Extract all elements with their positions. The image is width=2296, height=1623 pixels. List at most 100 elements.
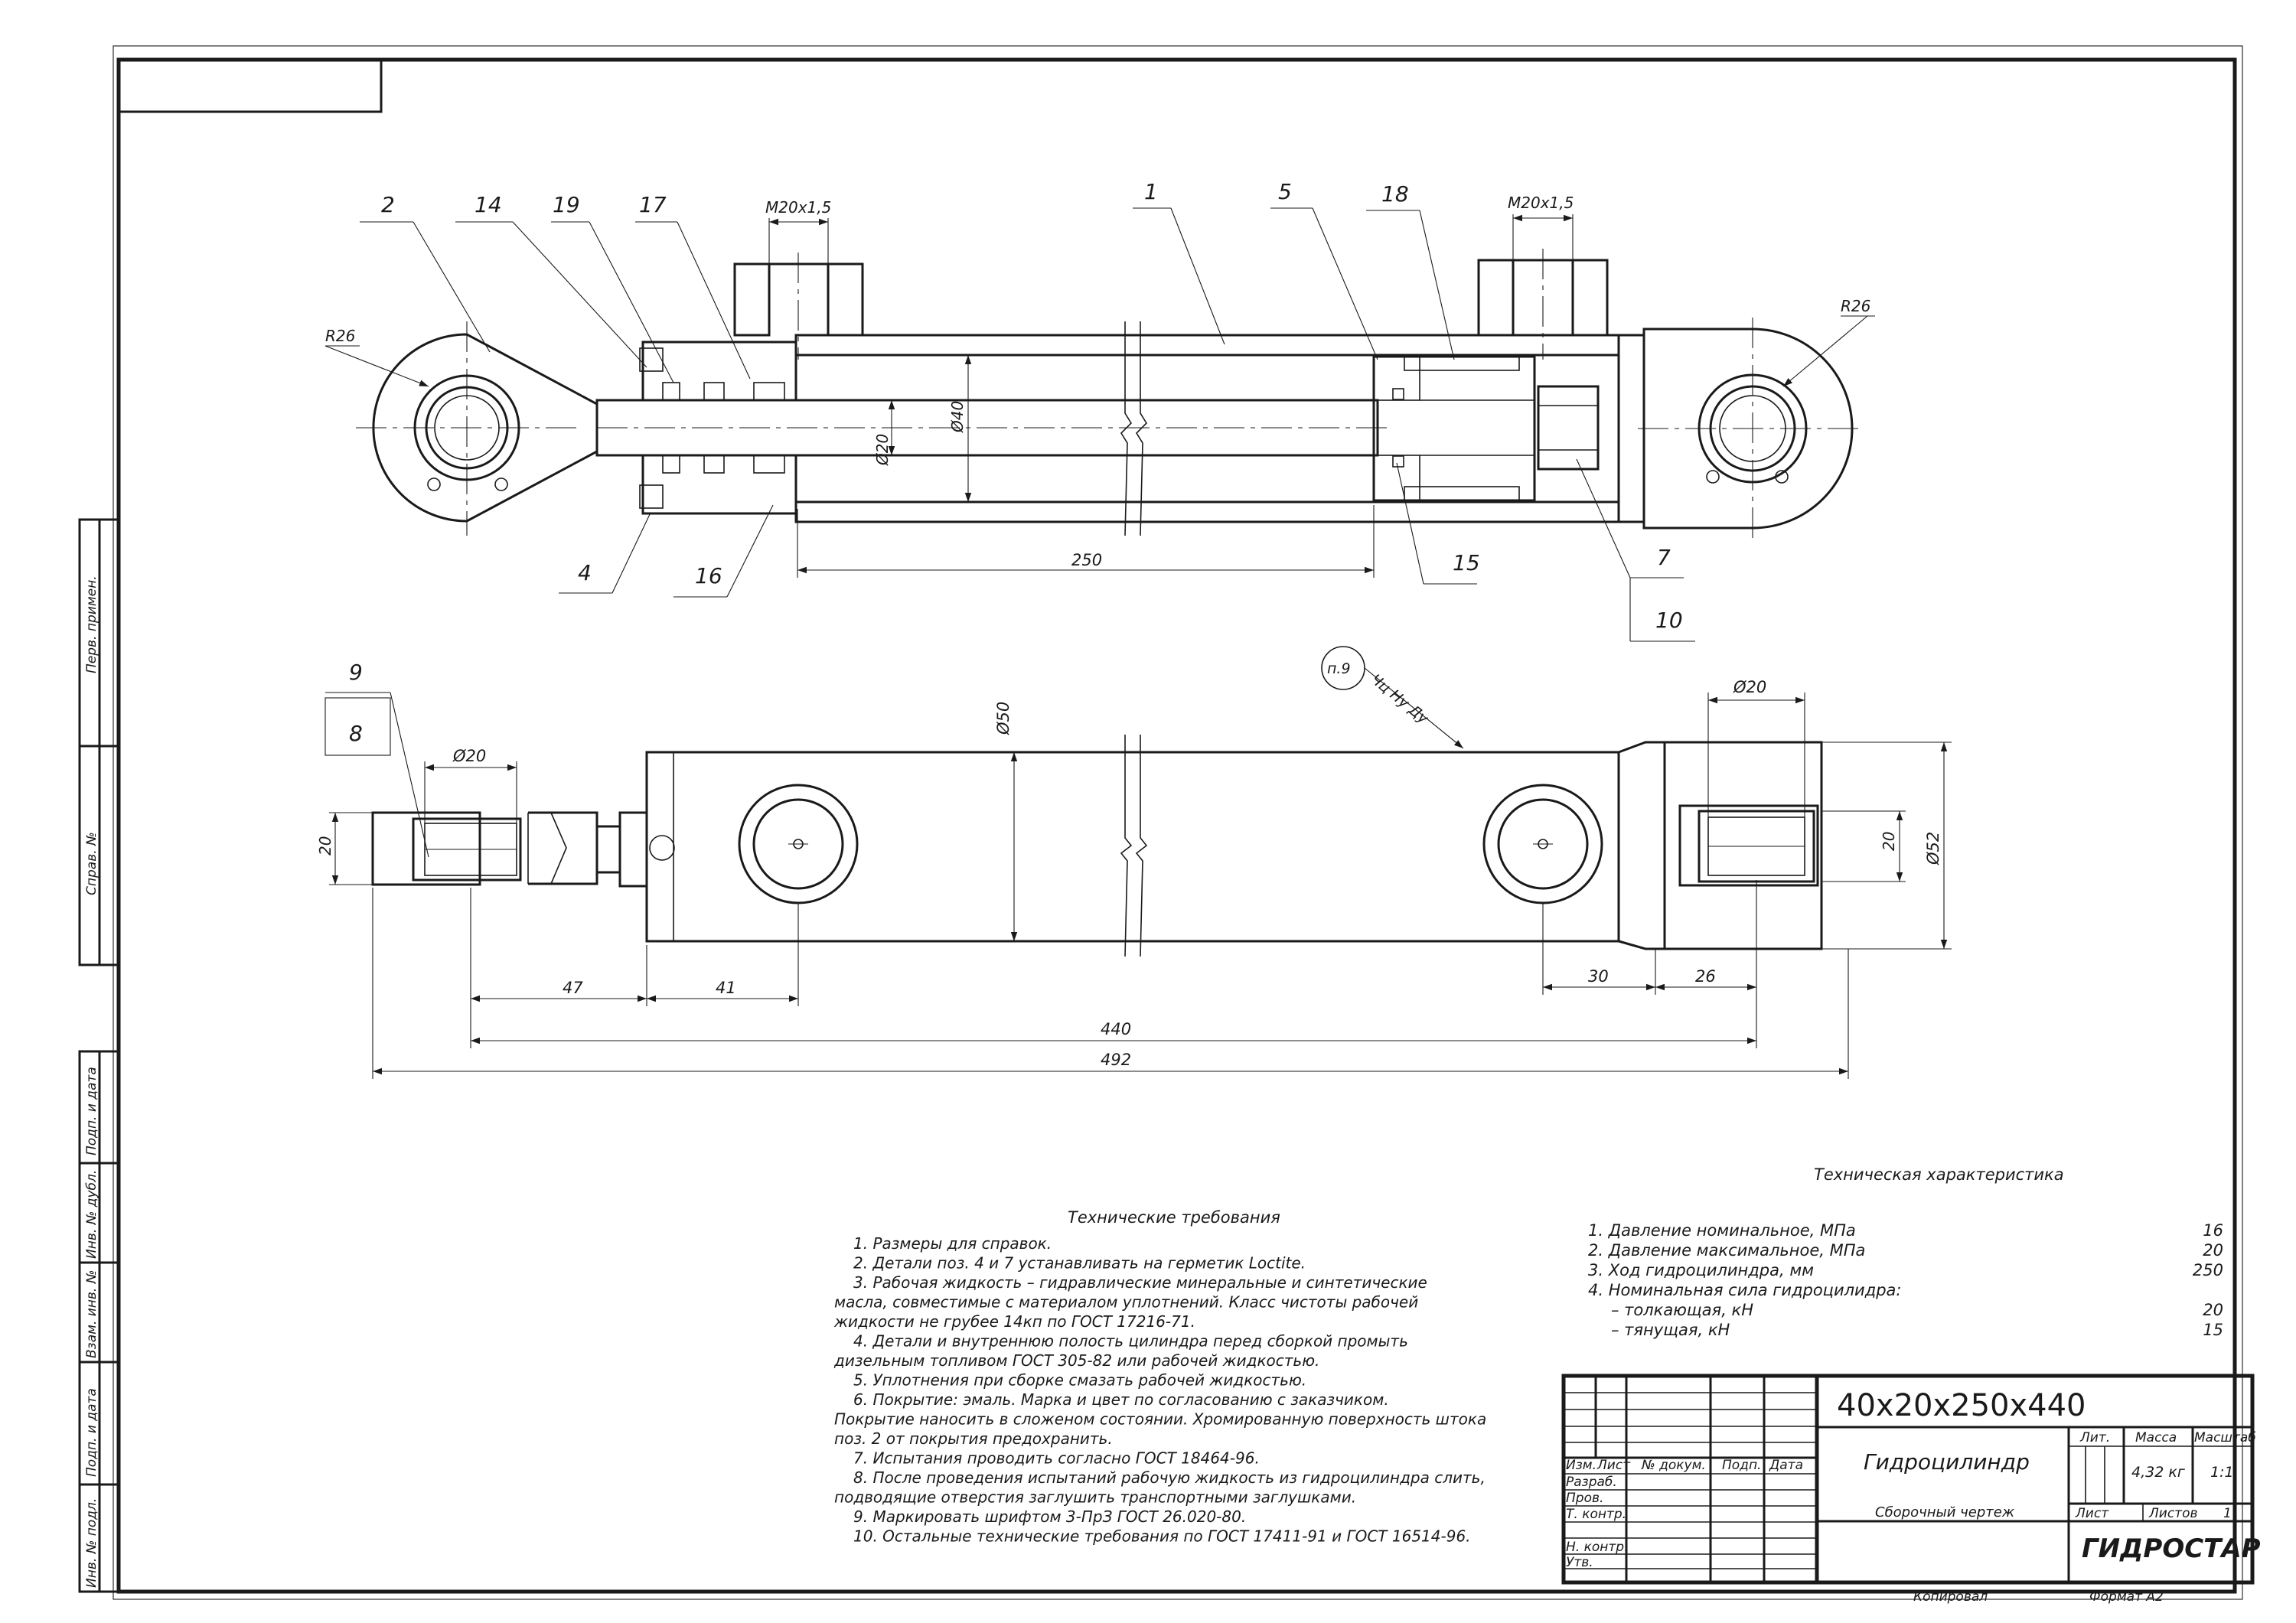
tech-requirements-list: 1. Размеры для справок.2. Детали поз. 4 … bbox=[833, 1234, 1486, 1546]
tech-spec-value: 16 bbox=[2203, 1221, 2223, 1240]
callout-14: 14 bbox=[475, 192, 502, 217]
section-callouts: 2 14 19 17 1 5 18 4 16 15 7 10 bbox=[360, 179, 1695, 642]
margin-label: Подп. и дата bbox=[84, 1388, 99, 1477]
callout-1: 1 bbox=[1144, 179, 1158, 204]
tech-requirement-line: Покрытие наносить в сложеном состоянии. … bbox=[834, 1410, 1486, 1429]
col-izm: Изм. bbox=[1566, 1458, 1596, 1473]
tech-requirement-line: дизельным топливом ГОСТ 305-82 или рабоч… bbox=[833, 1351, 1319, 1370]
tech-spec-value: 15 bbox=[2203, 1321, 2223, 1339]
tech-specs-list: 1. Давление номинальное, МПа 16 2. Давлени… bbox=[1588, 1221, 2223, 1339]
radius-left-label: R26 bbox=[325, 327, 355, 345]
stroke-label: 250 bbox=[1071, 551, 1102, 569]
callout-8: 8 bbox=[349, 721, 363, 746]
piston-nut bbox=[1537, 385, 1600, 471]
marking-note: п.9 bbox=[1327, 660, 1351, 677]
callout-17: 17 bbox=[639, 192, 667, 217]
tech-specs-title: Техническая характеристика bbox=[1814, 1165, 2064, 1184]
tech-requirement-line: 2. Детали поз. 4 и 7 устанавливать на ге… bbox=[853, 1254, 1306, 1273]
row-label: Н. контр. bbox=[1566, 1540, 1628, 1555]
dim-492-label: 492 bbox=[1101, 1051, 1131, 1069]
col-scale: Масштаб bbox=[2194, 1430, 2256, 1445]
callout-9: 9 bbox=[349, 660, 363, 685]
end-diameter-label: Ø52 bbox=[1924, 832, 1942, 865]
gland-assembly bbox=[639, 341, 797, 515]
tech-requirements: Технические требования 1. Размеры для сп… bbox=[833, 1208, 1486, 1546]
tech-requirement-line: поз. 2 от покрытия предохранить. bbox=[834, 1429, 1113, 1448]
margin-label: Инв. № подл. bbox=[84, 1498, 99, 1588]
right-eye-section bbox=[1618, 741, 1823, 950]
left-eye-section bbox=[371, 811, 648, 888]
tech-spec-value: 20 bbox=[2203, 1301, 2223, 1319]
tech-requirement-line: 3. Рабочая жидкость – гидравлические мин… bbox=[853, 1273, 1427, 1292]
tech-requirement-line: 1. Размеры для справок. bbox=[853, 1234, 1052, 1253]
thread-right-label: М20х1,5 bbox=[1508, 194, 1574, 212]
dim-41-label: 41 bbox=[716, 979, 736, 997]
col-date: Дата bbox=[1769, 1458, 1803, 1473]
row-label: Т. контр. bbox=[1566, 1507, 1626, 1522]
bore-diameter-label: Ø40 bbox=[948, 401, 967, 433]
title-block: 40x20x250x440 Гидроцилиндр Сборочный чер… bbox=[1561, 1374, 2261, 1605]
tech-requirement-line: 8. После проведения испытаний рабочую жи… bbox=[853, 1468, 1486, 1487]
sheets-count: 1 bbox=[2223, 1506, 2232, 1521]
tech-requirement-line: 7. Испытания проводить согласно ГОСТ 184… bbox=[853, 1449, 1260, 1468]
tech-spec-label: 2. Давление максимальное, МПа bbox=[1588, 1241, 1865, 1260]
margin-label: Инв. № дубл. bbox=[84, 1170, 99, 1259]
tech-spec-label: – тянущая, кН bbox=[1611, 1321, 1730, 1339]
mass-value: 4,32 кг bbox=[2131, 1464, 2186, 1481]
margin-label: Справ. № bbox=[84, 832, 99, 895]
cylinder-body bbox=[645, 751, 1620, 943]
callout-10: 10 bbox=[1655, 608, 1683, 633]
margin-label: Перв. примен. bbox=[84, 575, 99, 673]
radius-right-label: R26 bbox=[1841, 297, 1870, 315]
tech-spec-value: 250 bbox=[2193, 1261, 2223, 1279]
side-dimensions: Ø50 20 Ø20 Ø20 20 Ø52 47 41 30 2 bbox=[316, 678, 1952, 1079]
col-sign: Подп. bbox=[1722, 1458, 1761, 1473]
sheets-label: Листов bbox=[2148, 1506, 2198, 1521]
tech-specs: Техническая характеристика 1. Давление н… bbox=[1588, 1165, 2223, 1339]
thread-left-label: М20х1,5 bbox=[765, 198, 831, 217]
marking-text: Чц Ну Ду bbox=[1368, 671, 1432, 728]
left-rod-eye bbox=[356, 321, 598, 536]
side-view bbox=[371, 735, 1823, 957]
eye-bore-left-label: Ø20 bbox=[452, 747, 486, 765]
rod-diameter-label: Ø20 bbox=[873, 434, 892, 466]
tech-requirement-line: 4. Детали и внутреннюю полость цилиндра … bbox=[853, 1332, 1408, 1351]
scale-value: 1:1 bbox=[2210, 1464, 2234, 1481]
tech-requirement-line: масла, совместимые с материалом уплотнен… bbox=[834, 1293, 1418, 1312]
callout-4: 4 bbox=[578, 560, 592, 585]
copied-label: Копировал bbox=[1913, 1589, 1988, 1605]
eye-width-left-label: 20 bbox=[316, 836, 334, 855]
row-label: Пров. bbox=[1566, 1491, 1603, 1506]
section-view bbox=[356, 249, 1864, 539]
callout-15: 15 bbox=[1453, 550, 1480, 575]
callout-5: 5 bbox=[1278, 179, 1292, 204]
col-lit: Лит. bbox=[2079, 1430, 2110, 1445]
tech-requirement-line: 10. Остальные технические требования по … bbox=[853, 1527, 1471, 1546]
dim-440-label: 440 bbox=[1101, 1020, 1131, 1038]
right-end-cap bbox=[1617, 318, 1864, 539]
body-diameter-label: Ø50 bbox=[994, 702, 1013, 735]
bleed-plug bbox=[649, 835, 675, 861]
tech-spec-label: 4. Номинальная сила гидроцилидра: bbox=[1588, 1281, 1902, 1299]
sheet-label: Лист bbox=[2075, 1506, 2109, 1521]
tech-spec-label: 1. Давление номинальное, МПа bbox=[1588, 1221, 1856, 1240]
row-label: Разраб. bbox=[1566, 1475, 1617, 1490]
designation: 40x20x250x440 bbox=[1837, 1388, 2086, 1423]
callout-7: 7 bbox=[1657, 545, 1671, 570]
eye-width-right-label: 20 bbox=[1880, 832, 1898, 851]
top-left-cell bbox=[117, 58, 383, 113]
dim-47-label: 47 bbox=[563, 979, 583, 997]
callout-16: 16 bbox=[695, 563, 722, 588]
dim-26-label: 26 bbox=[1695, 967, 1716, 986]
eye-bore-right-label: Ø20 bbox=[1733, 678, 1766, 696]
tech-requirement-line: жидкости не грубее 14кп по ГОСТ 17216-71… bbox=[833, 1312, 1195, 1331]
document-type: Сборочный чертеж bbox=[1875, 1504, 2015, 1520]
tech-requirements-title: Технические требования bbox=[1068, 1208, 1280, 1227]
col-list: Лист bbox=[1596, 1458, 1631, 1473]
tech-requirement-line: 6. Покрытие: эмаль. Марка и цвет по согл… bbox=[853, 1390, 1389, 1409]
col-mass: Масса bbox=[2135, 1430, 2177, 1445]
margin-label: Подп. и дата bbox=[84, 1067, 99, 1155]
left-margin-strip: Перв. примен. Справ. № Подп. и дата Инв.… bbox=[78, 518, 120, 1593]
format-label: Формат А2 bbox=[2089, 1589, 2164, 1605]
